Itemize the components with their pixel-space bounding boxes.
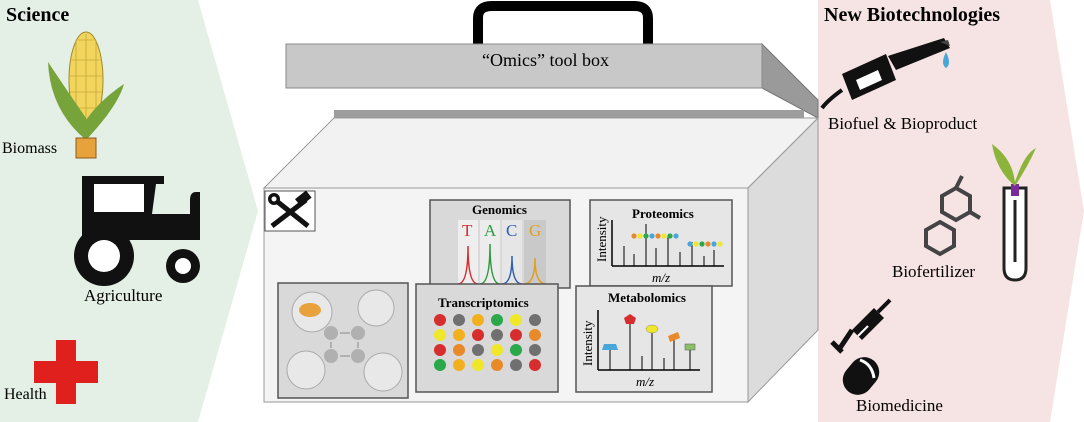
red-cross-icon — [34, 340, 98, 404]
expression-dot — [510, 329, 522, 341]
agriculture-label: Agriculture — [84, 286, 163, 305]
toolbox-label: “Omics” tool box — [482, 50, 609, 70]
genomics-base-g: G — [529, 221, 541, 240]
metabolite-blue-shape — [602, 344, 618, 350]
genomics-title: Genomics — [472, 202, 527, 217]
biomedicine-label: Biomedicine — [856, 396, 943, 415]
expression-dot — [510, 359, 522, 371]
transcriptomics-dot-grid — [434, 314, 541, 371]
genomics-card — [429, 199, 571, 289]
toolbox-handle — [473, 1, 653, 44]
hammer-wrench-icon — [264, 190, 316, 232]
peptide-chain-top — [631, 233, 679, 239]
metabolomics-title: Metabolomics — [608, 290, 686, 305]
syringe-pill-icon — [830, 298, 892, 395]
expression-dot — [434, 344, 446, 356]
biotech-title: New Biotechnologies — [824, 4, 1001, 26]
health-label: Health — [4, 386, 47, 403]
expression-dot — [453, 359, 465, 371]
expression-dot — [491, 329, 503, 341]
expression-dot — [472, 314, 484, 326]
expression-dot — [453, 314, 465, 326]
proteomics-card — [589, 199, 733, 287]
proteomics-title: Proteomics — [632, 206, 694, 221]
fuel-nozzle-icon — [820, 38, 950, 110]
expression-dot — [472, 329, 484, 341]
metabolomics-y-label: Intensity — [580, 320, 595, 366]
expression-dot — [472, 359, 484, 371]
metabolite-orange-shape — [668, 332, 680, 342]
metabolomics-card — [575, 285, 713, 393]
corn-icon — [48, 31, 124, 159]
tractor-icon — [74, 176, 200, 286]
toolbox-lid-strip — [334, 110, 804, 120]
transcriptomics-card — [415, 283, 559, 393]
expression-dot — [453, 329, 465, 341]
biofuel-label: Biofuel & Bioproduct — [828, 114, 978, 133]
science-title: Science — [6, 4, 70, 26]
metabolite-red-shape — [624, 314, 636, 324]
expression-dot — [529, 359, 541, 371]
metabolite-yellow-shape — [645, 324, 659, 334]
expression-dot — [491, 344, 503, 356]
transcriptomics-title: Transcriptomics — [438, 295, 529, 310]
test-tube-plant-icon — [992, 144, 1036, 282]
biofertilizer-label: Biofertilizer — [892, 262, 976, 281]
benzene-molecule-icon — [924, 175, 982, 257]
metabolomics-x-label: m/z — [636, 374, 654, 389]
genomics-base-t: T — [462, 221, 473, 240]
biotech-arrow-panel — [818, 0, 1084, 422]
toolbox-lid-front — [285, 43, 763, 89]
genomics-base-a: A — [484, 221, 497, 240]
genomics-base-c: C — [506, 221, 517, 240]
expression-dot — [529, 344, 541, 356]
toolbox-top — [262, 117, 820, 189]
proteomics-y-label: Intensity — [594, 216, 609, 262]
expression-dot — [529, 329, 541, 341]
expression-dot — [434, 359, 446, 371]
metabolite-green-shape — [684, 343, 696, 351]
expression-dot — [510, 314, 522, 326]
expression-dot — [510, 344, 522, 356]
expression-dot — [434, 329, 446, 341]
toolbox-lid-side — [761, 42, 819, 119]
workflow-cycle-card — [277, 282, 409, 399]
expression-dot — [491, 359, 503, 371]
expression-dot — [472, 344, 484, 356]
biomass-label: Biomass — [2, 140, 58, 157]
peptide-chain-bottom — [687, 241, 723, 247]
expression-dot — [453, 344, 465, 356]
expression-dot — [491, 314, 503, 326]
proteomics-x-label: m/z — [652, 270, 670, 285]
expression-dot — [529, 314, 541, 326]
expression-dot — [434, 314, 446, 326]
